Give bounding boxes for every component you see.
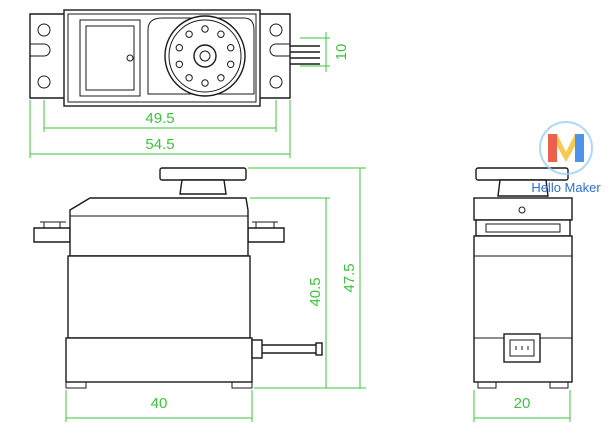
side-horn-neck <box>497 179 549 197</box>
logo-text: Hello Maker <box>531 180 601 195</box>
top-cover <box>79 19 141 97</box>
left-ear-detail <box>40 221 66 228</box>
dim-54-5-label: 54.5 <box>145 136 174 153</box>
side-cap-screw <box>518 206 526 214</box>
cover-screw <box>126 54 134 62</box>
horn-disc-inner <box>168 19 242 93</box>
left-slot <box>30 43 51 57</box>
horn-hole <box>217 74 225 82</box>
top-cover-inner <box>85 25 135 91</box>
left-bottom-hole <box>37 75 51 89</box>
dim-47-5-label: 47.5 <box>341 263 358 292</box>
side-ring <box>475 219 571 237</box>
dim-40-5-label: 40.5 <box>307 277 324 306</box>
side-dimensions: 20 <box>473 390 571 422</box>
front-horn <box>159 167 247 181</box>
horn-hole <box>175 60 184 69</box>
hello-maker-logo: Hello Maker <box>531 121 601 195</box>
logo-m-left <box>548 134 557 162</box>
dim-49-5-label: 49.5 <box>145 110 174 127</box>
logo-m-mid <box>557 134 575 162</box>
right-top-hole <box>269 23 283 37</box>
front-view <box>33 167 323 389</box>
top-dimensions: 10 49.5 54.5 <box>29 32 350 158</box>
horn-hole <box>201 25 209 33</box>
horn-hole <box>185 74 193 82</box>
horn-hole <box>227 44 235 52</box>
side-ring-inner <box>485 223 561 233</box>
cable-end <box>315 342 323 356</box>
side-feet <box>477 382 569 389</box>
front-feet <box>65 382 253 389</box>
cable-grommet <box>251 339 263 359</box>
front-horn-neck <box>179 179 227 195</box>
side-view <box>473 167 573 389</box>
right-slot <box>269 43 290 57</box>
dim-40-label: 40 <box>151 395 168 412</box>
front-dimensions: 40.5 47.5 40 <box>65 167 366 422</box>
top-body-inner <box>67 13 257 103</box>
horn-screw <box>199 50 211 62</box>
right-ear-detail <box>252 221 278 228</box>
horn-hole <box>175 44 184 52</box>
connector-pins <box>509 339 535 357</box>
horn-hole <box>217 30 225 38</box>
right-bottom-hole <box>269 75 283 89</box>
side-horn <box>475 167 569 181</box>
top-cable <box>290 45 320 65</box>
horn-hole <box>227 60 235 69</box>
side-top-cap <box>473 197 573 221</box>
top-view <box>29 9 320 107</box>
left-ear <box>33 227 71 243</box>
front-top-cap <box>69 197 249 257</box>
right-ear <box>247 227 285 243</box>
front-bottom-body <box>65 337 253 383</box>
front-cable <box>262 344 318 354</box>
horn-hole <box>185 30 193 38</box>
front-mid-body <box>67 255 251 339</box>
pin-marks <box>515 346 529 350</box>
logo-ring <box>539 121 593 175</box>
horn-hole <box>201 79 209 87</box>
horn-base <box>147 17 255 95</box>
logo-m-right <box>575 134 584 162</box>
horn-holes <box>175 25 235 87</box>
left-top-hole <box>37 23 51 37</box>
dim-20-label: 20 <box>514 395 531 412</box>
dim-10-label: 10 <box>333 44 350 61</box>
horn-hub <box>193 44 217 68</box>
